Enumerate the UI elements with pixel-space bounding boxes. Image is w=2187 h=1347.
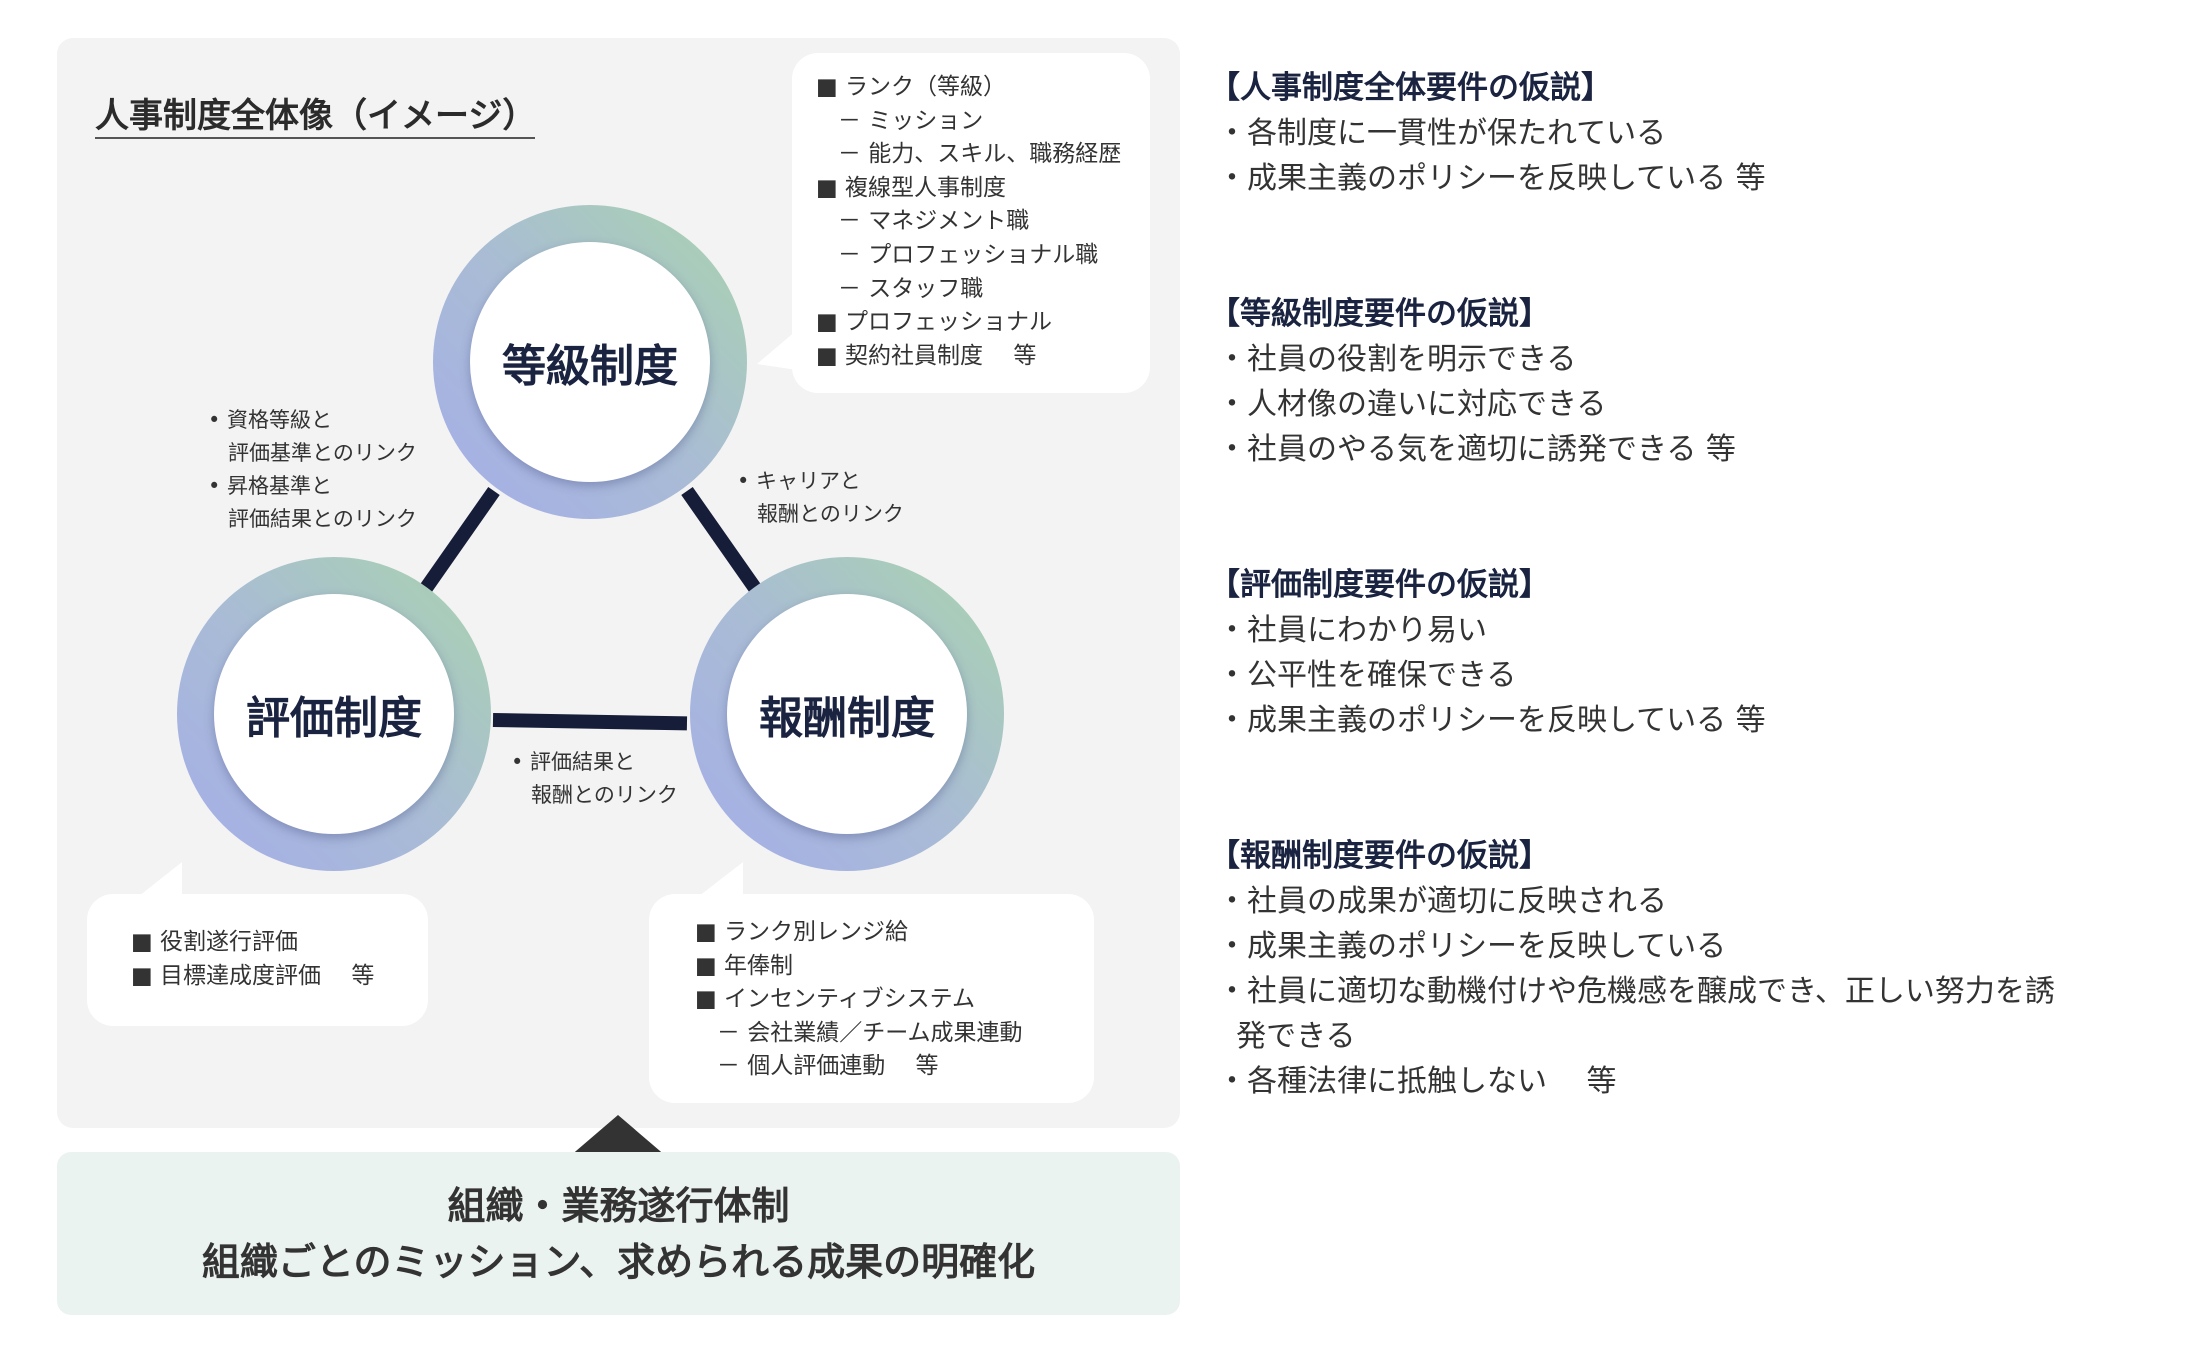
bubble-list-item: － 能力、スキル、職務経歴 [816, 141, 1122, 168]
evaluation-bubble: ■ 役割遂行評価 ■ 目標達成度評価 等 [87, 894, 428, 1026]
grade-system-label: 等級制度 [470, 242, 710, 482]
hypothesis-items: ・社員の役割を明示できる・人材像の違いに対応できる・社員のやる気を適切に誘発でき… [1217, 337, 1736, 472]
link-note-line: 報酬とのリンク [511, 783, 678, 807]
grade-bubble: ■ ランク（等級） － ミッション － 能力、スキル、職務経歴 ■ 複線型人事制度… [792, 53, 1150, 393]
hypothesis-item: ・成果主義のポリシーを反映している 等 [1217, 161, 1766, 196]
link-note-line: 評価結果とのリンク [208, 507, 417, 531]
hypothesis-overall: 【人事制度全体要件の仮説】・各制度に一貫性が保たれている・成果主義のポリシーを反… [1209, 66, 1766, 201]
hypothesis-item: ・社員の成果が適切に反映される [1217, 884, 1667, 919]
evaluation-system-node: 評価制度 [177, 557, 491, 871]
hypothesis-grade: 【等級制度要件の仮説】・社員の役割を明示できる・人材像の違いに対応できる・社員の… [1209, 292, 1736, 472]
hypothesis-item: ・各種法律に抵触しない 等 [1217, 1064, 1617, 1099]
hypothesis-items: ・社員にわかり易い・公平性を確保できる・成果主義のポリシーを反映している 等 [1217, 608, 1766, 743]
grade-bubble-tail [757, 330, 797, 370]
hypothesis-evaluation: 【評価制度要件の仮説】・社員にわかり易い・公平性を確保できる・成果主義のポリシー… [1209, 563, 1766, 743]
hypothesis-item: ・社員の役割を明示できる [1217, 342, 1577, 377]
compensation-system-label: 報酬制度 [727, 594, 967, 834]
grade-system-node: 等級制度 [433, 205, 747, 519]
diagram-title: 人事制度全体像（イメージ） [95, 96, 537, 136]
bubble-list-item: ■ 目標達成度評価 等 [131, 962, 375, 989]
hypothesis-heading: 【人事制度全体要件の仮説】 [1209, 70, 1612, 106]
link-note-line: 報酬とのリンク [737, 502, 904, 526]
hypothesis-items: ・各制度に一貫性が保たれている・成果主義のポリシーを反映している 等 [1217, 111, 1766, 201]
hypothesis-item: ・社員のやる気を適切に誘発できる 等 [1217, 432, 1736, 467]
note-evaluation-compensation: • 評価結果と 報酬とのリンク [511, 746, 678, 812]
bubble-list-item: ■ ランク別レンジ給 [695, 919, 909, 945]
hypothesis-item: ・社員にわかり易い [1217, 613, 1487, 648]
compensation-bubble: ■ ランク別レンジ給 ■ 年俸制 ■ インセンティブシステム － 会社業績／チーム成… [649, 894, 1094, 1103]
hypothesis-heading: 【等級制度要件の仮説】 [1209, 296, 1550, 332]
bubble-list-item: ■ 契約社員制度 等 [816, 342, 1037, 369]
bubble-list-item: － プロフェッショナル職 [816, 241, 1099, 268]
bubble-list-item: ■ ランク（等級） [816, 74, 1007, 100]
hypothesis-item: ・成果主義のポリシーを反映している [1217, 929, 1727, 964]
bubble-list-item: ■ 年俸制 [695, 952, 794, 979]
hypothesis-item: ・社員に適切な動機付けや危機感を醸成でき、正しい努力を誘 [1217, 974, 2055, 1009]
link-note-line: • キャリアと [737, 469, 861, 493]
bubble-list-item: ■ 複線型人事制度 [816, 174, 1007, 201]
bubble-list-item: － 個人評価連動 等 [695, 1053, 939, 1080]
compensation-system-node: 報酬制度 [690, 557, 1004, 871]
bubble-list-item: － スタッフ職 [816, 275, 984, 302]
hypothesis-heading: 【評価制度要件の仮説】 [1209, 567, 1550, 603]
foundation-title: 組織・業務遂行体制 [447, 1183, 790, 1228]
link-note-line: • 資格等級と [208, 408, 333, 432]
bubble-list-item: － ミッション [816, 107, 984, 134]
link-note-line: • 評価結果と [511, 750, 636, 774]
bubble-list-item: － 会社業績／チーム成果連動 [695, 1019, 1023, 1046]
up-arrow-triangle-icon [569, 1115, 667, 1157]
hypothesis-heading: 【報酬制度要件の仮説】 [1209, 838, 1550, 874]
evaluation-bubble-list: ■ 役割遂行評価 ■ 目標達成度評価 等 [131, 926, 428, 993]
bubble-list-item: － マネジメント職 [816, 208, 1030, 235]
hypothesis-item: ・人材像の違いに対応できる [1217, 387, 1607, 422]
foundation-box: 組織・業務遂行体制 組織ごとのミッション、求められる成果の明確化 [57, 1152, 1180, 1315]
hypothesis-item: ・各制度に一貫性が保たれている [1217, 116, 1667, 151]
compensation-bubble-tail [694, 862, 743, 900]
compensation-bubble-list: ■ ランク別レンジ給 ■ 年俸制 ■ インセンティブシステム － 会社業績／チーム成… [695, 916, 1094, 1084]
hypothesis-item: ・公平性を確保できる [1217, 658, 1517, 693]
note-grade-evaluation: • 資格等級と 評価基準とのリンク • 昇格基準と 評価結果とのリンク [208, 404, 417, 536]
hypothesis-compensation: 【報酬制度要件の仮説】・社員の成果が適切に反映される・成果主義のポリシーを反映し… [1209, 834, 2055, 1104]
hypothesis-item: ・成果主義のポリシーを反映している 等 [1217, 703, 1766, 738]
bubble-list-item: ■ 役割遂行評価 [131, 929, 299, 955]
evaluation-system-label: 評価制度 [214, 594, 454, 834]
hypothesis-items: ・社員の成果が適切に反映される・成果主義のポリシーを反映している・社員に適切な動… [1217, 879, 2055, 1104]
bubble-list-item: ■ インセンティブシステム [695, 986, 975, 1013]
title-underline [95, 137, 535, 139]
link-note-line: • 昇格基準と [208, 474, 333, 498]
evaluation-bubble-tail [134, 862, 182, 900]
bubble-list-item: ■ プロフェッショナル [816, 309, 1053, 336]
link-note-line: 評価基準とのリンク [208, 441, 417, 465]
foundation-subtitle: 組織ごとのミッション、求められる成果の明確化 [201, 1239, 1036, 1284]
grade-bubble-list: ■ ランク（等級） － ミッション － 能力、スキル、職務経歴 ■ 複線型人事制度… [816, 71, 1150, 373]
note-grade-compensation: • キャリアと 報酬とのリンク [737, 465, 904, 531]
hypothesis-item: 発できる [1217, 1019, 1356, 1054]
